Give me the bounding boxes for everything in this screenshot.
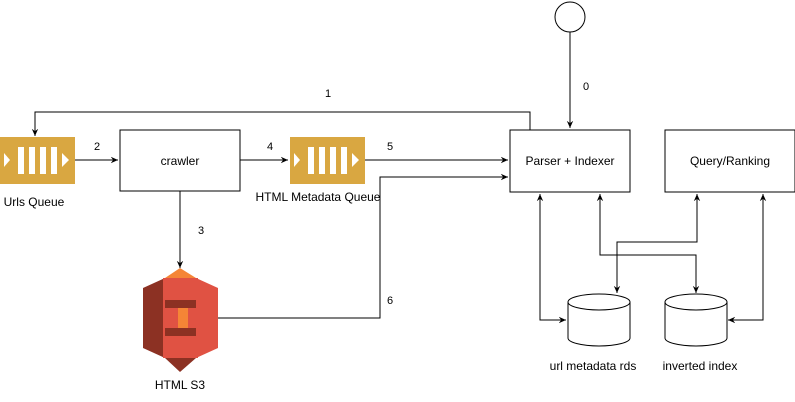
- url-metadata-rds-label: url metadata rds: [550, 359, 637, 373]
- parser-indexer-node: Parser + Indexer: [509, 129, 631, 193]
- crawler-label: crawler: [161, 154, 200, 168]
- html-s3-label: HTML S3: [155, 378, 206, 392]
- inverted-index-label: inverted index: [663, 359, 738, 373]
- url-metadata-rds: url metadata rds: [550, 293, 637, 373]
- start-circle-icon: [554, 1, 586, 33]
- html-s3: HTML S3: [143, 268, 218, 392]
- edge-4-label: 4: [267, 141, 273, 153]
- sqs-queue-icon: [290, 137, 365, 184]
- edge-0: 0: [566, 32, 589, 128]
- crawler-node: crawler: [119, 129, 241, 192]
- sqs-queue-icon: [0, 137, 75, 184]
- edge-3-label: 3: [198, 225, 204, 237]
- edge-6: 6: [218, 173, 508, 319]
- s3-bucket-icon: [143, 268, 218, 372]
- inverted-index: inverted index: [663, 293, 738, 373]
- urls-queue: Urls Queue: [0, 137, 75, 209]
- edge-5: 5: [365, 141, 508, 164]
- database-cylinder-icon: [567, 293, 631, 347]
- edge-5-label: 5: [387, 141, 393, 153]
- edge-query-url-metadata: [613, 194, 701, 293]
- edge-1: 1: [31, 88, 531, 136]
- edge-0-label: 0: [583, 81, 589, 93]
- edge-query-inverted-index: [728, 194, 767, 324]
- html-metadata-queue-label: HTML Metadata Queue: [256, 190, 381, 204]
- edge-2: 2: [75, 141, 118, 164]
- edge-2-label: 2: [94, 141, 100, 153]
- query-ranking-node: Query/Ranking: [664, 129, 795, 193]
- edge-4: 4: [240, 141, 288, 164]
- edge-6-label: 6: [387, 295, 393, 307]
- edge-parser-inverted-index: [596, 194, 700, 293]
- edge-3: 3: [176, 191, 204, 268]
- html-metadata-queue: HTML Metadata Queue: [256, 137, 381, 204]
- parser-indexer-label: Parser + Indexer: [525, 154, 614, 168]
- urls-queue-label: Urls Queue: [4, 195, 65, 209]
- edge-1-label: 1: [325, 88, 331, 100]
- database-cylinder-icon: [664, 293, 728, 347]
- edge-parser-url-metadata: [536, 194, 566, 324]
- query-ranking-label: Query/Ranking: [690, 154, 770, 168]
